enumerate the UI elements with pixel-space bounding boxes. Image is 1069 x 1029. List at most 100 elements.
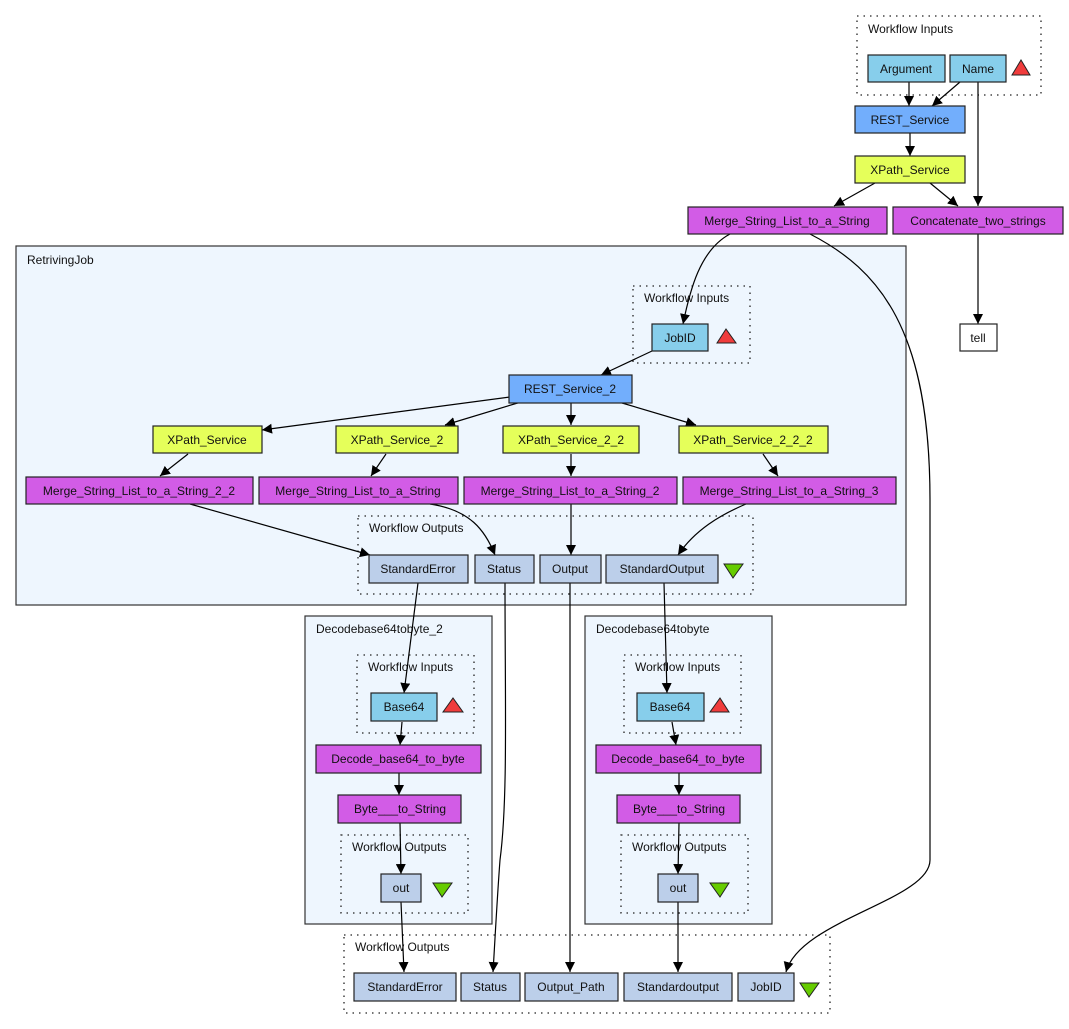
processor-rest-service-2[interactable]: REST_Service_2	[508, 374, 633, 404]
processor-merge-string-list-2[interactable]: Merge_String_List_to_a_String_2	[463, 476, 678, 505]
triangle-down-icon	[709, 882, 730, 898]
cluster-decode1-inputs: Workflow Inputs	[623, 654, 742, 734]
triangle-down-icon	[799, 982, 820, 998]
edge	[680, 233, 731, 325]
svg-text:Merge_String_List_to_a_String: Merge_String_List_to_a_String	[275, 484, 440, 498]
processor-decode-base64-to-byte[interactable]: Decode_base64_to_byte	[315, 744, 482, 774]
edge	[621, 402, 697, 427]
input-port-name[interactable]: Name	[949, 54, 1007, 83]
processor-xpath-service-2-2-2[interactable]: XPath_Service_2_2_2	[678, 425, 829, 454]
cluster-bottom-outputs: Workflow Outputs	[343, 934, 831, 1014]
processor-xpath-service[interactable]: XPath_Service	[152, 425, 263, 454]
processor-merge-string-list[interactable]: Merge_String_List_to_a_String	[687, 206, 888, 235]
svg-text:XPath_Service: XPath_Service	[167, 433, 247, 447]
edge	[429, 503, 496, 556]
output-port-standard-output[interactable]: StandardOutput	[605, 554, 719, 584]
svg-text:Decode_base64_to_byte: Decode_base64_to_byte	[331, 752, 465, 766]
processor-byte-to-string[interactable]: Byte___to_String	[616, 794, 741, 824]
output-port-out[interactable]: out	[380, 873, 422, 903]
svg-text:out: out	[670, 881, 687, 895]
cluster-top-inputs: Workflow Inputs	[856, 15, 1042, 96]
edge	[159, 453, 189, 477]
svg-text:Output: Output	[552, 562, 589, 576]
triangle-up-icon	[442, 697, 464, 713]
edge	[488, 582, 507, 973]
output-port-output-path[interactable]: Output_Path	[524, 972, 619, 1002]
svg-text:Merge_String_List_to_a_String_: Merge_String_List_to_a_String_3	[700, 484, 879, 498]
svg-text:Standardoutput: Standardoutput	[637, 980, 720, 994]
output-port-out[interactable]: out	[657, 873, 699, 903]
cluster-label: Workflow Outputs	[352, 840, 446, 854]
triangle-down-icon	[723, 563, 744, 579]
edge	[931, 81, 961, 107]
processor-xpath-service-2[interactable]: XPath_Service_2	[335, 425, 459, 454]
svg-text:Base64: Base64	[384, 700, 425, 714]
svg-text:XPath_Service_2_2: XPath_Service_2_2	[518, 433, 624, 447]
svg-text:Output_Path: Output_Path	[537, 980, 604, 994]
input-port-base64[interactable]: Base64	[636, 692, 705, 722]
output-port-jobid[interactable]: JobID	[737, 972, 795, 1002]
svg-text:Argument: Argument	[880, 62, 933, 76]
edge	[677, 503, 747, 556]
svg-text:StandardOutput: StandardOutput	[620, 562, 705, 576]
edge	[395, 721, 406, 746]
edge	[189, 503, 371, 558]
processor-merge-string-list-2-2[interactable]: Merge_String_List_to_a_String_2_2	[25, 476, 254, 505]
cluster-rj-inputs: Workflow Inputs	[632, 285, 751, 364]
svg-text:REST_Service_2: REST_Service_2	[524, 382, 616, 396]
output-port-standard-error[interactable]: StandardError	[353, 972, 457, 1002]
svg-text:out: out	[393, 881, 410, 895]
output-port-output[interactable]: Output	[539, 554, 602, 584]
cluster-label: Workflow Inputs	[644, 291, 729, 305]
svg-text:StandardError: StandardError	[380, 562, 455, 576]
input-port-base64[interactable]: Base64	[370, 692, 438, 722]
output-port-status[interactable]: Status	[474, 554, 535, 584]
edge	[398, 901, 409, 973]
svg-text:JobID: JobID	[664, 331, 696, 345]
processor-merge-string-list[interactable]: Merge_String_List_to_a_String	[258, 476, 459, 505]
edge	[762, 453, 779, 477]
svg-text:XPath_Service_2: XPath_Service_2	[351, 433, 444, 447]
output-port-standard-error[interactable]: StandardError	[368, 554, 469, 584]
output-port-standardoutput[interactable]: Standardoutput	[623, 972, 733, 1002]
edge	[661, 582, 672, 694]
svg-text:Merge_String_List_to_a_String_: Merge_String_List_to_a_String_2	[481, 484, 660, 498]
processor-merge-string-list-3[interactable]: Merge_String_List_to_a_String_3	[682, 476, 897, 505]
edges	[159, 81, 983, 973]
svg-text:Byte___to_String: Byte___to_String	[633, 802, 725, 816]
svg-text:tell: tell	[970, 331, 985, 345]
edge	[370, 453, 387, 477]
cluster-decode2-outputs: Workflow Outputs	[340, 834, 469, 914]
edge	[400, 582, 419, 694]
processor-decode-base64-to-byte[interactable]: Decode_base64_to_byte	[595, 744, 762, 774]
edge	[444, 401, 522, 427]
output-port-status[interactable]: Status	[460, 972, 521, 1002]
svg-text:REST_Service: REST_Service	[871, 113, 950, 127]
processor-tell[interactable]: tell	[959, 323, 998, 352]
cluster-label: Workflow Inputs	[868, 22, 953, 36]
svg-text:Status: Status	[473, 980, 507, 994]
svg-text:Status: Status	[487, 562, 521, 576]
processor-byte-to-string[interactable]: Byte___to_String	[337, 794, 462, 824]
edge	[669, 721, 680, 746]
processor-rest-service[interactable]: REST_Service	[854, 105, 966, 134]
triangle-up-icon	[1011, 59, 1031, 76]
processor-xpath-service-2-2[interactable]: XPath_Service_2_2	[502, 425, 640, 454]
input-port-argument[interactable]: Argument	[867, 54, 946, 83]
processor-xpath-service[interactable]: XPath_Service	[854, 155, 966, 184]
edge	[395, 822, 406, 875]
input-port-jobid[interactable]: JobID	[651, 323, 709, 352]
processor-concatenate-two-strings[interactable]: Concatenate_two_strings	[892, 206, 1064, 235]
cluster-label: Workflow Outputs	[355, 940, 449, 954]
svg-text:XPath_Service: XPath_Service	[870, 163, 950, 177]
svg-text:Concatenate_two_strings: Concatenate_two_strings	[910, 214, 1045, 228]
cluster-label: Workflow Inputs	[368, 660, 453, 674]
cluster-rj-outputs: Workflow Outputs	[357, 515, 754, 595]
cluster-label: RetrivingJob	[27, 253, 94, 267]
cluster-decode2-inputs: Workflow Inputs	[356, 654, 475, 734]
triangle-up-icon	[709, 697, 730, 713]
svg-text:Decode_base64_to_byte: Decode_base64_to_byte	[611, 752, 745, 766]
edge	[261, 396, 511, 434]
svg-text:Name: Name	[962, 62, 994, 76]
